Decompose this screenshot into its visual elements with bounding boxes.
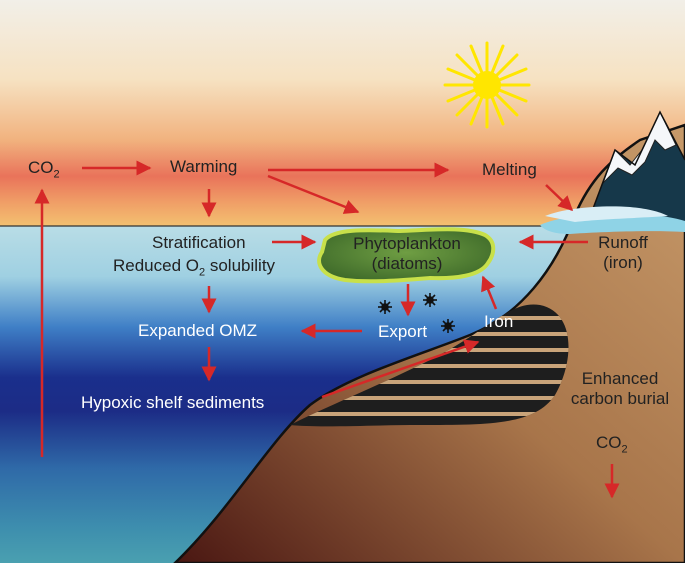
process-arrows — [34, 160, 620, 499]
label-melting: Melting — [482, 160, 537, 179]
label-expanded-omz: Expanded OMZ — [138, 321, 258, 340]
label-hypoxic-shelf-sediments: Hypoxic shelf sediments — [81, 393, 265, 412]
label-reduced-o2-solubility: Reduced O2 solubility — [113, 256, 276, 279]
land — [173, 123, 685, 563]
arrow-warming-to-phytoplankton — [267, 174, 360, 214]
label-stratification: Stratification — [152, 233, 246, 252]
label-runoff: Runoff (iron) — [590, 233, 656, 273]
label-warming: Warming — [170, 157, 238, 176]
sky — [0, 0, 685, 226]
arrow-iron-to-phytoplankton — [481, 275, 498, 310]
label-enhanced-line1: Enhanced — [581, 369, 659, 388]
sun-icon — [443, 41, 531, 129]
phytoplankton-bloom — [317, 227, 496, 284]
label-runoff-line2: (iron) — [603, 253, 643, 272]
diatom-icon — [378, 293, 455, 333]
arrow-melting-to-ice — [545, 184, 574, 212]
mountain-icon — [584, 110, 685, 231]
label-runoff-line1: Runoff — [598, 233, 648, 252]
label-enhanced-carbon-burial: Enhanced carbon burial — [558, 369, 682, 409]
label-iron: Iron — [484, 312, 514, 331]
label-enhanced-line2: carbon burial — [570, 389, 670, 408]
label-phytoplankton-line2: (diatoms) — [371, 254, 443, 273]
label-export: Export — [378, 322, 428, 341]
label-phytoplankton: Phytoplankton (diatoms) — [342, 234, 472, 274]
ice-shelf — [545, 206, 668, 222]
label-co2-left: CO2 — [28, 158, 60, 181]
arrow-sediments-to-iron — [321, 339, 480, 399]
label-co2-right: CO2 — [596, 433, 628, 456]
label-phytoplankton-line1: Phytoplankton — [353, 234, 461, 253]
